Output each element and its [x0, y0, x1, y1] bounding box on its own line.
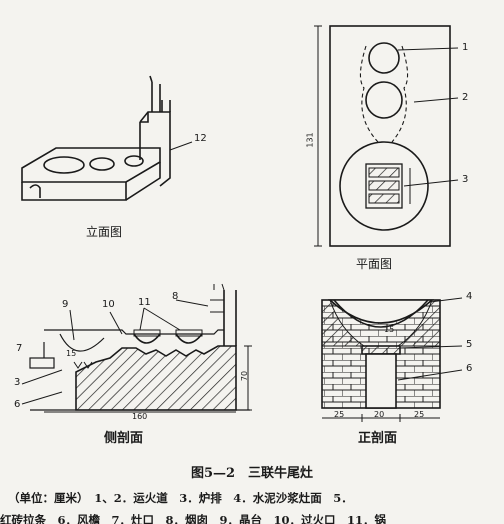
front-section-title: 正剖面: [358, 431, 398, 446]
side-height-dimension: 70: [240, 370, 250, 382]
front-width-dim-left: 25: [334, 410, 345, 419]
callout-2: 2: [462, 92, 469, 103]
side-section-title: 侧剖面: [104, 431, 144, 446]
callout-6-side: 6: [14, 399, 21, 410]
plan-height-dimension: 131: [305, 132, 315, 148]
front-width-dim-right: 25: [414, 410, 425, 419]
callout-4: 4: [466, 291, 473, 302]
callout-8: 8: [172, 291, 179, 302]
legend-note-line1: （单位：厘米） 1、2．运火道 3．炉排 4．水泥沙浆灶面 5．: [8, 491, 353, 505]
side-length-dimension: 160: [132, 412, 148, 421]
callout-9: 9: [62, 299, 69, 310]
callout-3-side: 3: [14, 377, 21, 388]
callout-3: 3: [462, 174, 469, 185]
side-section-view: [21, 283, 252, 413]
figure-caption: 图5—2 三联牛尾灶: [190, 466, 314, 481]
callout-11: 11: [138, 297, 151, 308]
legend-note-line2: 红砖拉条 6．风檐 7．灶口 8．烟囱 9．晶台 10．过火口 11．锅: [0, 513, 387, 524]
elevation-title: 立面图: [86, 225, 123, 239]
front-inner-label: 15: [384, 325, 395, 334]
plan-view: [314, 25, 459, 247]
elevation-view: [21, 75, 193, 201]
front-width-dim-mid: 20: [374, 410, 385, 419]
callout-10: 10: [102, 299, 115, 310]
side-inner-label: 15: [66, 349, 77, 358]
plan-title: 平面图: [356, 257, 393, 271]
callout-1: 1: [462, 42, 469, 53]
front-section-view: [321, 297, 463, 422]
callout-12: 12: [194, 133, 207, 144]
callout-6-front: 6: [466, 363, 473, 374]
callout-7: 7: [16, 343, 23, 354]
callout-5: 5: [466, 339, 473, 350]
